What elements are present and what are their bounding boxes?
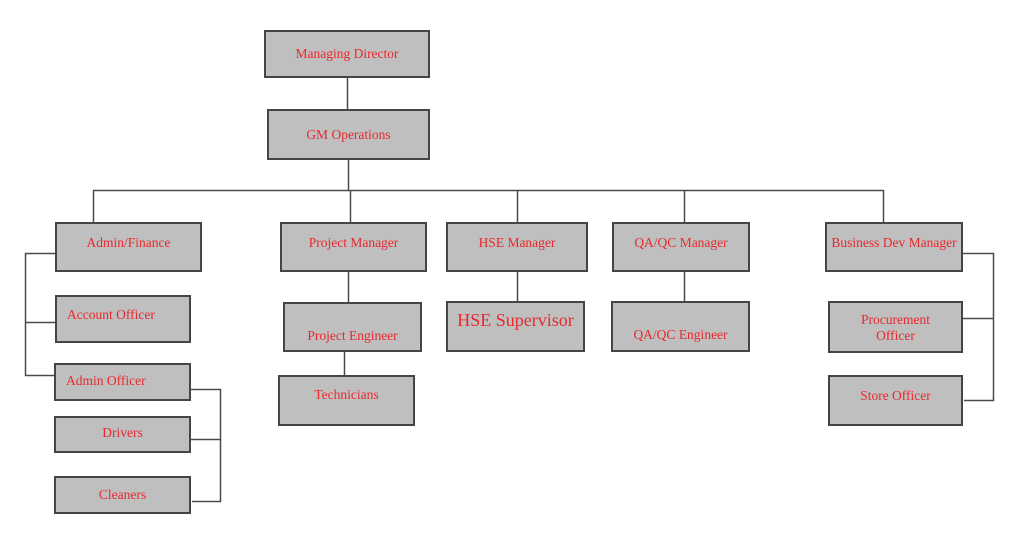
node-project-manager: Project Manager <box>280 222 427 272</box>
node-hse-supervisor: HSE Supervisor <box>446 301 585 352</box>
node-admin-officer: Admin Officer <box>54 363 191 401</box>
node-procurement-officer: Procurement Officer <box>828 301 963 353</box>
node-technicians: Technicians <box>278 375 415 426</box>
node-drivers: Drivers <box>54 416 191 453</box>
connector-admin-finance-children <box>24 252 56 377</box>
node-business-dev-manager: Business Dev Manager <box>825 222 963 272</box>
connector-admin-officer-children <box>190 388 222 503</box>
node-account-officer: Account Officer <box>55 295 191 343</box>
connector-bdm-children <box>962 252 995 402</box>
node-gm-operations: GM Operations <box>267 109 430 160</box>
node-qaqc-engineer: QA/QC Engineer <box>611 301 750 352</box>
node-qaqc-manager: QA/QC Manager <box>612 222 750 272</box>
node-project-engineer: Project Engineer <box>283 302 422 352</box>
node-managing-director: Managing Director <box>264 30 430 78</box>
node-store-officer: Store Officer <box>828 375 963 426</box>
node-admin-finance: Admin/Finance <box>55 222 202 272</box>
node-cleaners: Cleaners <box>54 476 191 514</box>
node-hse-manager: HSE Manager <box>446 222 588 272</box>
